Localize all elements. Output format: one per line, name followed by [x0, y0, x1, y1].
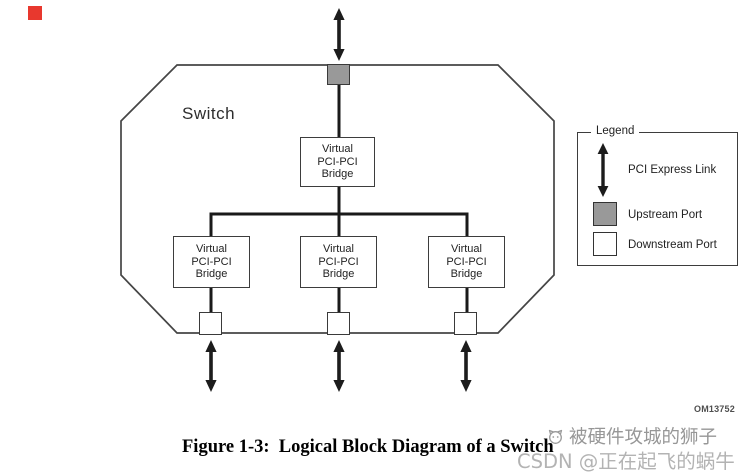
- bridge-label-line: PCI-PCI: [446, 255, 487, 268]
- virtual-bridge-left: Virtual PCI-PCI Bridge: [173, 236, 250, 288]
- downstream-port-2: [327, 312, 350, 335]
- downstream-port-1: [199, 312, 222, 335]
- bridge-label-line: PCI-PCI: [317, 155, 358, 168]
- pci-express-link-arrows: [205, 8, 609, 392]
- upstream-port-swatch: [593, 202, 617, 226]
- lion-face-icon: [548, 429, 563, 444]
- switch-label: Switch: [182, 104, 236, 123]
- switch-boundary-octagon: [120, 64, 555, 334]
- virtual-bridge-middle: Virtual PCI-PCI Bridge: [300, 236, 377, 288]
- watermark-line2: CSDN @正在起飞的蜗牛: [517, 450, 735, 472]
- pci-express-link-arrow-bottom3-icon: [460, 340, 472, 392]
- legend-label-upstream-port: Upstream Port: [628, 209, 703, 221]
- bridge-label-line: Virtual: [451, 243, 482, 256]
- red-marker: [28, 6, 42, 20]
- pci-express-link-arrow-bottom2-icon: [333, 340, 345, 392]
- watermark-line1-text: 被硬件攻城的狮子: [569, 427, 718, 448]
- upstream-port: [327, 64, 350, 85]
- om-reference-code: OM13752: [694, 404, 735, 414]
- downstream-port-swatch: [593, 232, 617, 256]
- internal-bus-lines: [209, 84, 469, 314]
- bridge-label-line: Bridge: [195, 268, 228, 281]
- watermark-line1: 被硬件攻城的狮子: [547, 423, 717, 449]
- downstream-port-3: [454, 312, 477, 335]
- figure-caption: Figure 1-3: Logical Block Diagram of a S…: [182, 437, 554, 457]
- bridge-label-line: Virtual: [322, 143, 353, 156]
- legend-box: Legend PCI Express Link Upstream Port Do…: [577, 125, 738, 266]
- legend-label-pci-express-link: PCI Express Link: [628, 164, 717, 176]
- bridge-label-line: Virtual: [323, 243, 354, 256]
- pci-express-link-legend-icon: [597, 143, 609, 197]
- bridge-label-line: PCI-PCI: [318, 255, 359, 268]
- bridge-label-line: Bridge: [450, 268, 483, 281]
- legend-label-downstream-port: Downstream Port: [628, 239, 717, 251]
- pci-express-link-arrow-top-icon: [333, 8, 345, 61]
- bridge-label-line: PCI-PCI: [191, 255, 232, 268]
- legend-title: Legend: [591, 125, 640, 137]
- virtual-bridge-top: Virtual PCI-PCI Bridge: [300, 137, 375, 187]
- bridge-label-line: Bridge: [322, 268, 355, 281]
- bridge-label-line: Virtual: [196, 243, 227, 256]
- pci-express-link-arrow-bottom1-icon: [205, 340, 217, 392]
- virtual-bridge-right: Virtual PCI-PCI Bridge: [428, 236, 505, 288]
- bridge-label-line: Bridge: [321, 168, 354, 181]
